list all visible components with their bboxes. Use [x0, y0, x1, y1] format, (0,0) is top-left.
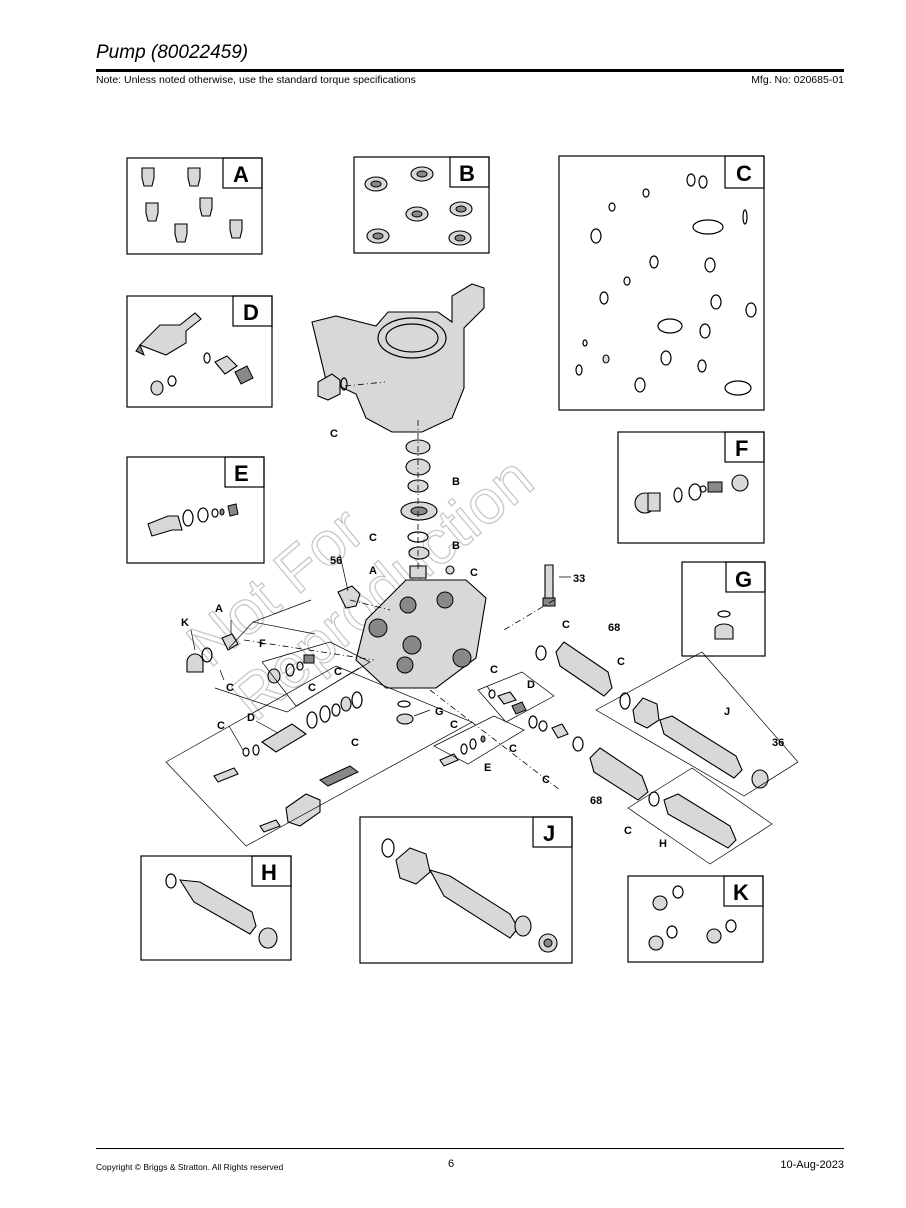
kit-letter-c: C [736, 161, 752, 186]
callout-c-right: C [617, 656, 625, 668]
callout-e: E [484, 762, 491, 774]
kit-letter-b: B [459, 161, 475, 186]
manifold-icons-j [381, 838, 558, 953]
callout-c-d: C [490, 664, 498, 676]
kit-box-c: C [558, 155, 765, 411]
kit-letter-k: K [733, 880, 749, 905]
callout-c-left: C [217, 720, 225, 732]
callout-c-ring: C [369, 532, 377, 544]
callout-d-mid: D [527, 679, 535, 691]
callout-33: 33 [573, 573, 585, 585]
callout-68-lower: 68 [590, 795, 602, 807]
fitting-56 [337, 585, 361, 609]
callout-c-low: C [542, 774, 550, 786]
unloader-assembly [213, 691, 363, 833]
pump-housing [311, 283, 485, 433]
unloader-icons-d [135, 312, 254, 396]
callout-c-valve: C [470, 567, 478, 579]
footer-rule [96, 1148, 844, 1149]
plug-icons-f [634, 474, 749, 514]
callout-c-housing: C [330, 428, 338, 440]
kit-letter-d: D [243, 300, 259, 325]
callout-b-upper: B [452, 476, 460, 488]
page-title: Pump (80022459) [96, 42, 249, 63]
kit-box-d: D [126, 295, 273, 408]
kit-box-g: G [681, 561, 766, 657]
kit-letter-a: A [233, 162, 249, 187]
outlet-68-lower [589, 747, 649, 801]
callout-56: 56 [330, 555, 342, 567]
plug-icons-g [714, 610, 734, 640]
page-number: 6 [448, 1158, 455, 1170]
injector-assembly [439, 735, 486, 767]
assembly-guides [165, 381, 799, 865]
copyright: Copyright © Briggs & Stratton. All Right… [96, 1162, 284, 1172]
callout-c-mid1: C [334, 666, 342, 678]
kit-box-h: H [140, 855, 292, 961]
plug-g-mid [396, 700, 414, 725]
kit-letter-e: E [234, 461, 249, 486]
injector-icons-e [147, 503, 239, 537]
parts-k-a-left [186, 633, 239, 673]
callout-c-h: C [624, 825, 632, 837]
kit-box-b: B [353, 156, 490, 254]
kit-letter-f: F [735, 436, 748, 461]
callout-c-left2: C [351, 737, 359, 749]
kit-box-e: E [126, 456, 265, 564]
kit-box-j: J [359, 816, 573, 964]
callout-c-f: C [308, 682, 316, 694]
kit-letter-j: J [543, 821, 555, 846]
callout-c-e2: C [509, 743, 517, 755]
outlet-j-right [619, 692, 769, 789]
callout-c-e1: C [450, 719, 458, 731]
callouts: C B C B 56 A C 33 A K C F C C C D C G C … [181, 428, 784, 850]
callout-d-left: D [247, 712, 255, 724]
oring-icons-c [575, 173, 757, 396]
outlet-h-right [648, 791, 737, 849]
callout-36: 36 [772, 737, 784, 749]
callout-j: J [724, 706, 730, 718]
outlet-68-upper [535, 641, 613, 697]
callout-a-valve: A [369, 565, 377, 577]
housing-plug [317, 373, 348, 401]
parts-f-left [267, 654, 315, 684]
outlet-icons-h [165, 873, 278, 949]
header-rule [96, 69, 844, 72]
torque-note: Note: Unless noted otherwise, use the st… [96, 74, 416, 86]
kit-letter-h: H [261, 860, 277, 885]
kit-box-f: F [617, 431, 765, 544]
callout-f-left: F [259, 638, 266, 650]
seal-icons-b [364, 166, 473, 246]
kit-box-a: A [126, 157, 263, 255]
callout-a-left: A [215, 603, 223, 615]
mfg-number: Mfg. No: 020685-01 [751, 74, 844, 86]
piston-seal-stack [400, 439, 455, 579]
kit-letter-g: G [735, 567, 752, 592]
callout-h: H [659, 838, 667, 850]
callout-b-lower: B [452, 540, 460, 552]
kit-box-k: K [627, 875, 764, 963]
print-date: 10-Aug-2023 [780, 1159, 844, 1171]
callout-c-k: C [226, 682, 234, 694]
bolt-33 [542, 564, 556, 607]
callout-g-mid: G [435, 706, 444, 718]
parts-d-mid [488, 689, 584, 752]
plug-icons-k [648, 885, 737, 951]
callout-k-left: K [181, 617, 189, 629]
valve-icons-a [141, 167, 243, 243]
pump-manifold [355, 579, 487, 689]
callout-68-upper: 68 [608, 622, 620, 634]
callout-c-68: C [562, 619, 570, 631]
